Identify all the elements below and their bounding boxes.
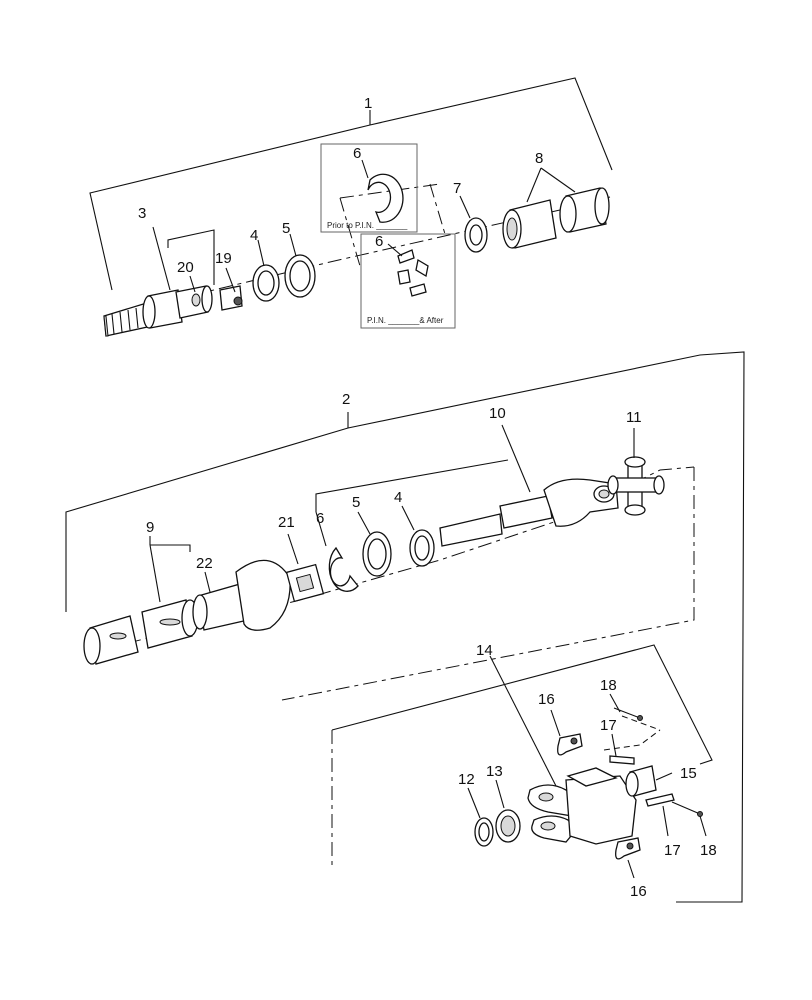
callout-1: 1 — [364, 95, 372, 112]
inset-prior-box — [320, 143, 418, 233]
callout-15: 15 — [680, 765, 697, 782]
callout-14: 14 — [476, 642, 493, 659]
callout-17-top: 17 — [600, 717, 617, 734]
callout-3: 3 — [138, 205, 146, 222]
part-4-snap-ring — [252, 264, 280, 302]
part-17-pin-top — [609, 755, 635, 765]
part-12-ring — [474, 817, 494, 847]
callout-2: 2 — [342, 391, 350, 408]
part-7-washer — [464, 217, 488, 253]
inset-prior-label: Prior to P.I.N. _______ — [327, 221, 408, 230]
callout-12: 12 — [458, 771, 475, 788]
callout-22: 22 — [196, 555, 213, 572]
inset-after-box — [360, 233, 456, 329]
callout-7: 7 — [453, 180, 461, 197]
callout-21: 21 — [278, 514, 295, 531]
part-5-washer-mid — [362, 531, 392, 577]
inset-after-label: P.I.N. _______& After — [367, 316, 444, 325]
callout-17-bottom: 17 — [664, 842, 681, 859]
callout-20: 20 — [177, 259, 194, 276]
callout-9: 9 — [146, 519, 154, 536]
callout-16-top: 16 — [538, 691, 555, 708]
callout-4-top: 4 — [250, 227, 258, 244]
assembly-2: 2 10 11 21 6 5 4 9 22 — [65, 351, 745, 903]
part-17-pin-bottom — [645, 793, 675, 807]
callout-11: 11 — [626, 409, 642, 426]
part-18-cotter-pin-bottom — [671, 801, 703, 817]
callout-6-prior: 6 — [353, 145, 361, 162]
callout-13: 13 — [486, 763, 503, 780]
part-6-c-ring-prior — [367, 173, 404, 223]
part-6-c-ring-mid — [328, 546, 359, 592]
part-14-yoke — [527, 767, 637, 845]
part-5-washer — [284, 254, 316, 298]
callout-16-bottom: 16 — [630, 883, 647, 900]
part-11-u-joint-cross — [607, 456, 665, 516]
part-22-hub-shield — [192, 559, 291, 631]
assembly-14-bracket — [331, 644, 713, 765]
part-16-clip-bottom — [615, 837, 641, 860]
part-19-pin — [219, 285, 243, 311]
assembly-1-bracket — [89, 77, 613, 291]
callout-6-mid: 6 — [316, 510, 324, 527]
part-21-ring — [285, 563, 325, 603]
callout-18-top: 18 — [600, 677, 617, 694]
assembly-14: 14 18 16 17 15 12 13 17 18 16 — [331, 642, 717, 900]
callout-10: 10 — [489, 405, 506, 422]
assembly-2-bracket — [65, 351, 745, 903]
callout-5-mid: 5 — [352, 494, 360, 511]
part-16-clip-top — [557, 733, 583, 756]
part-13-seal — [495, 809, 521, 843]
part-6-segments-after — [397, 249, 429, 297]
callout-4-mid: 4 — [394, 489, 402, 506]
part-4-snap-ring-mid — [409, 529, 435, 567]
callout-19: 19 — [215, 250, 232, 267]
callout-8: 8 — [535, 150, 543, 167]
callout-18-bottom: 18 — [700, 842, 717, 859]
assembly-1: Prior to P.I.N. _______ P.I.N. _______& … — [89, 77, 613, 337]
callout-6-after: 6 — [375, 233, 383, 250]
callout-5-top: 5 — [282, 220, 290, 237]
part-8-tubes — [502, 187, 610, 249]
part-10-yoke-shaft — [439, 478, 619, 547]
part-15-bushing — [625, 765, 657, 797]
part-9-tubes — [83, 599, 199, 665]
part-3-shaft — [103, 285, 213, 337]
